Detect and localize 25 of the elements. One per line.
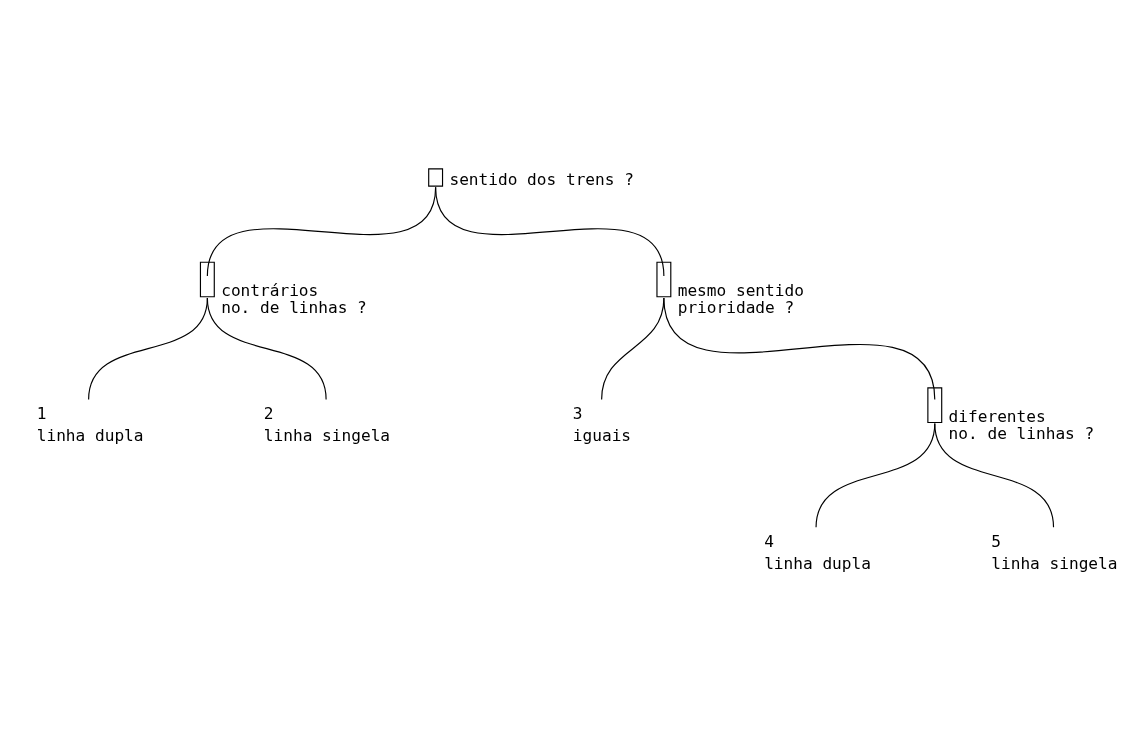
node-label: iguais [572, 425, 632, 445]
node-label: no. de linhas ? [221, 297, 367, 317]
node-text: 1 [36, 403, 47, 423]
node-box [428, 167, 444, 187]
node-label: mesmo sentido [677, 280, 804, 300]
node-text: 4 [764, 531, 774, 551]
connector [663, 296, 936, 400]
connector [435, 186, 665, 277]
connector [206, 296, 327, 400]
node-box [199, 261, 215, 297]
node-label: contrários [221, 280, 319, 300]
node-label: linha dupla [764, 553, 871, 573]
node-label: no. de linhas ? [948, 423, 1095, 443]
node-text: 5 [991, 531, 1001, 551]
connector [934, 422, 1055, 528]
node-text: 3 [572, 403, 583, 423]
node-box [927, 386, 943, 423]
node-text: 2 [263, 403, 274, 423]
node-label: linha dupla [36, 425, 144, 445]
node-label: sentido dos trens ? [449, 169, 634, 189]
node-label: diferentes [948, 406, 1046, 426]
node-label: linha singela [263, 425, 391, 445]
node-box [656, 261, 672, 297]
node-label: prioridade ? [677, 297, 795, 317]
node-label: linha singela [991, 553, 1118, 573]
